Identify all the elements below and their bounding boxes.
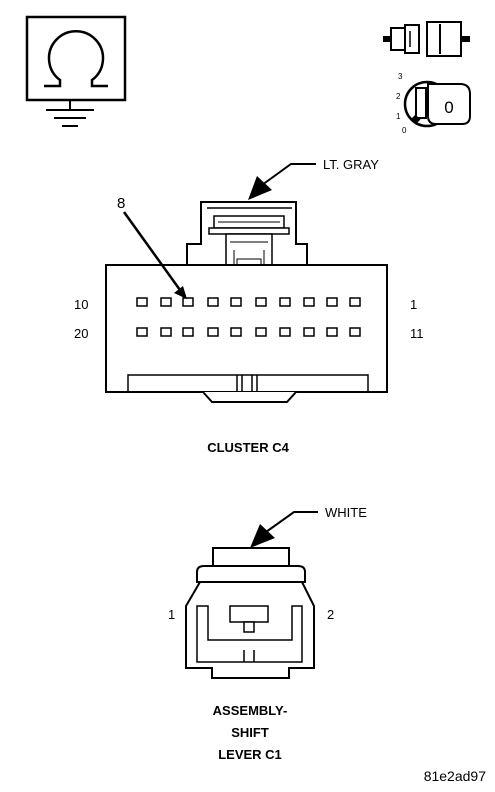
cavity-pin-18 [182, 327, 194, 337]
shift-lever-c1-connector [185, 547, 315, 679]
ignition-pos-2: 2 [396, 92, 401, 101]
cluster-c4-caption: CLUSTER C4 [207, 440, 289, 455]
cavity-pin-13 [303, 327, 315, 337]
shift-pin-1-label: 1 [168, 607, 175, 622]
cluster-c4-connector [105, 201, 388, 403]
ignition-pos-3: 3 [398, 72, 403, 81]
cluster-pin-row-2 [136, 327, 361, 337]
cavity-pin-7 [207, 297, 219, 307]
row1-right-pin-label: 1 [410, 297, 417, 312]
cavity-pin-17 [207, 327, 219, 337]
cavity-pin-1 [349, 297, 361, 307]
white-label: WHITE [325, 505, 367, 520]
cavity-pin-15 [255, 327, 267, 337]
shift-pin-2-label: 2 [327, 607, 334, 622]
shift-caption-line-1: ASSEMBLY- [213, 703, 288, 718]
pin-8-label: 8 [117, 195, 125, 212]
cavity-pin-12 [326, 327, 338, 337]
lt-gray-label: LT. GRAY [323, 157, 379, 172]
cavity-pin-14 [279, 327, 291, 337]
cavity-pin-4 [279, 297, 291, 307]
shift-caption-line-3: LEVER C1 [218, 747, 282, 762]
cavity-pin-11 [349, 327, 361, 337]
pin-8-pointer: 8 [117, 195, 187, 299]
cavity-pin-3 [303, 297, 315, 307]
cavity-pin-19 [160, 327, 172, 337]
cavity-pin-5 [255, 297, 267, 307]
cavity-pin-2 [326, 297, 338, 307]
row2-right-pin-label: 11 [410, 326, 424, 341]
cavity-pin-20 [136, 327, 148, 337]
connector-probe-icon [383, 21, 470, 57]
cavity-pin-16 [230, 327, 242, 337]
cavity-pin-6 [230, 297, 242, 307]
ignition-pos-0: 0 [402, 126, 407, 135]
cluster-pin-row-1 [136, 297, 361, 307]
ignition-key-label: 0 [444, 98, 453, 117]
ohmmeter-ground-icon [25, 15, 127, 127]
figure-id: 81e2ad97 [424, 768, 487, 784]
cavity-pin-10 [136, 297, 148, 307]
cavity-pin-9 [160, 297, 172, 307]
ignition-switch-icon: 3 2 1 0 0 [396, 72, 471, 135]
lt-gray-callout: LT. GRAY [248, 157, 379, 200]
ignition-pos-1: 1 [396, 112, 401, 121]
row1-left-pin-label: 10 [74, 297, 88, 312]
row2-left-pin-label: 20 [74, 326, 88, 341]
white-callout: WHITE [250, 505, 367, 548]
shift-caption-line-2: SHIFT [231, 725, 269, 740]
cavity-pin-8 [182, 297, 194, 307]
